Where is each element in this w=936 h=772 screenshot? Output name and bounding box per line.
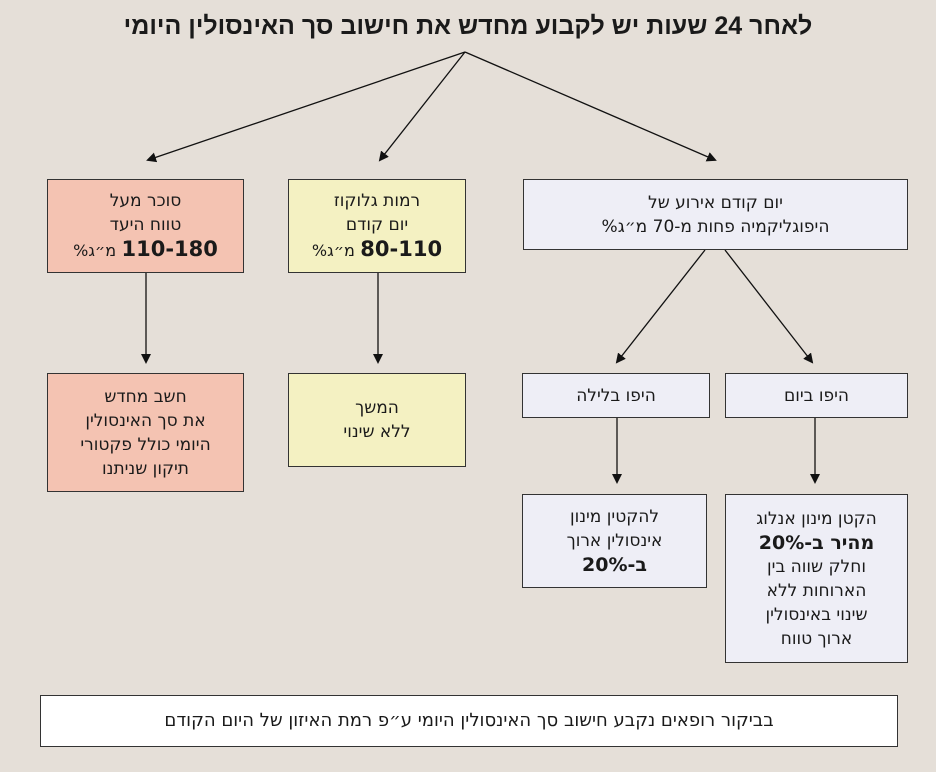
hypo-line1: יום קודם אירוע של (648, 192, 783, 213)
day-action-line: ארוך טווח (780, 628, 853, 649)
continue-line: המשך (355, 398, 399, 418)
continue-line: ללא שינוי (343, 422, 411, 442)
hypo-day-label: היפו ביום (783, 385, 850, 406)
target-unit: מ״ג% (311, 241, 355, 260)
day-action-line: וחלק שווה בין (767, 556, 866, 577)
high-value: 110-180 (121, 237, 218, 261)
day-action-line: הקטן מינון אנלוג (756, 508, 877, 529)
recalc-line: חשב מחדש (104, 386, 187, 407)
arrow-to-hypo (464, 51, 717, 162)
high-sugar-box: סוכר מעל טווח היעד 110-180 מ״ג% (47, 179, 244, 273)
high-line2: טווח היעד (109, 215, 182, 235)
recalc-line: תיקון שניתנו (102, 458, 189, 479)
night-action-line: ב-20% (582, 554, 647, 576)
target-line1: רמות גלוקוז (333, 191, 421, 211)
night-action-box: להקטין מינון אינסולין ארוך ב-20% (522, 494, 707, 588)
arrow-to-high (146, 51, 466, 163)
hypo-day-box: היפו ביום (725, 373, 908, 418)
target-glucose-box: רמות גלוקוז יום קודם 80-110 מ״ג% (288, 179, 466, 273)
recalculate-box: חשב מחדש את סך האינסולין היומי כולל פקטו… (47, 373, 244, 492)
diagram-title: לאחר 24 שעות יש לקבוע מחדש את חישוב סך ה… (123, 12, 813, 40)
night-action-line: להקטין מינון (569, 507, 660, 527)
arrow-hypo-night (615, 249, 706, 364)
hypo-night-box: היפו בלילה (522, 373, 710, 418)
day-action-line: מהיר ב-20% (758, 531, 875, 554)
day-action-box: הקטן מינון אנלוג מהיר ב-20% וחלק שווה בי… (725, 494, 908, 663)
target-value: 80-110 (360, 237, 443, 261)
hypo-line2: היפוגליקמיה פחות מ-70 מ״ג% (601, 216, 830, 237)
arrow-hypo-day (724, 249, 814, 364)
arrow-to-target (378, 51, 466, 162)
night-action-line: אינסולין ארוך (566, 531, 663, 551)
day-action-line: שינוי באינסולין (765, 604, 868, 625)
hypo-night-label: היפו בלילה (576, 385, 656, 406)
high-line1: סוכר מעל (109, 191, 182, 211)
recalc-line: את סך האינסולין (85, 410, 206, 431)
target-line2: יום קודם (345, 215, 409, 235)
day-action-line: הארוחות ללא (766, 580, 867, 601)
hypo-event-box: יום קודם אירוע של היפוגליקמיה פחות מ-70 … (523, 179, 908, 250)
footer-note: בביקור רופאים נקבע חישוב סך האינסולין הי… (40, 695, 898, 747)
recalc-line: היומי כולל פקטורי (80, 434, 211, 455)
continue-box: המשך ללא שינוי (288, 373, 466, 467)
high-unit: מ״ג% (73, 241, 117, 260)
